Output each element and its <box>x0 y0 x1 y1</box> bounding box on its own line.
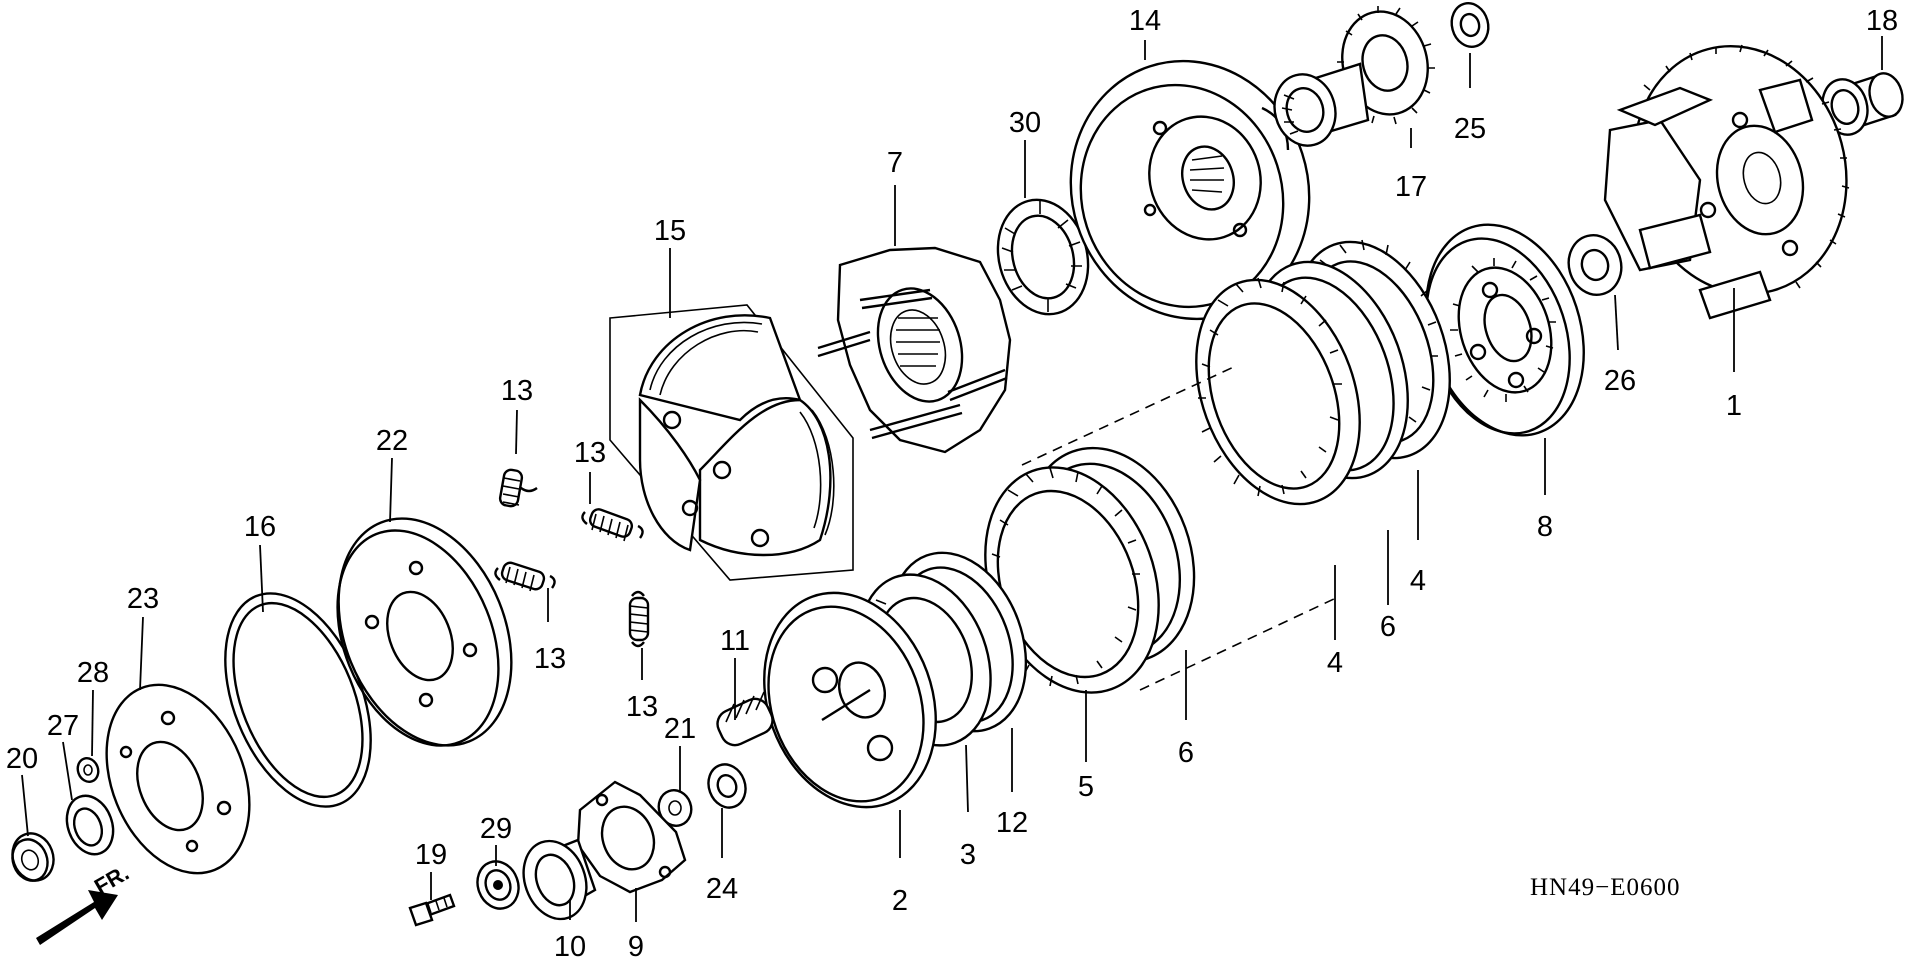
callout-5: 5 <box>1078 771 1094 803</box>
callout-18: 18 <box>1866 5 1898 37</box>
part-25-washer <box>1450 2 1490 48</box>
callout-19: 19 <box>415 839 447 871</box>
part-15-clutch-shoes <box>609 304 854 581</box>
callout-25: 25 <box>1454 113 1486 145</box>
diagram-code: HN49−E0600 <box>1530 874 1680 901</box>
part-19-bolt <box>408 893 456 927</box>
callout-16: 16 <box>244 511 276 543</box>
callout-4a: 4 <box>1410 565 1426 597</box>
part-20-nut <box>11 832 55 882</box>
callout-9: 9 <box>628 931 644 960</box>
callout-8: 8 <box>1537 511 1553 543</box>
callout-17: 17 <box>1395 171 1427 203</box>
part-13-spring-b <box>581 508 644 542</box>
callout-30: 30 <box>1009 107 1041 139</box>
part-13-spring-c <box>494 561 556 592</box>
part-27-washer <box>65 794 115 856</box>
callout-leaders <box>21 36 1883 922</box>
callout-4b: 4 <box>1327 647 1343 679</box>
callout-21: 21 <box>664 713 696 745</box>
part-17-gear-shaft <box>1273 6 1435 147</box>
part-11-spring <box>716 691 774 747</box>
callout-11: 11 <box>720 625 750 657</box>
part-7-drive-plate <box>817 246 1012 454</box>
callout-15: 15 <box>654 215 686 247</box>
callout-23: 23 <box>127 583 159 615</box>
callout-20: 20 <box>6 743 38 775</box>
callout-22: 22 <box>376 425 408 457</box>
part-13-spring-d <box>628 590 650 648</box>
callout-10: 10 <box>554 931 586 960</box>
callout-labels: 1 2 3 4 4 5 6 6 7 8 9 10 11 12 13 13 13 … <box>6 5 1898 963</box>
part-29-bearing <box>476 860 520 910</box>
part-4-friction-disc-b <box>1195 277 1361 506</box>
callout-24: 24 <box>706 873 738 905</box>
callout-13c: 13 <box>534 643 566 675</box>
callout-26: 26 <box>1604 365 1636 397</box>
part-9-bearing-plate <box>576 780 687 894</box>
part-18-bushing <box>1821 72 1904 136</box>
callout-13d: 13 <box>626 691 658 723</box>
part-26-washer <box>1567 234 1623 296</box>
part-14-clutch-drum <box>1069 59 1311 321</box>
part-24-washer <box>707 763 747 809</box>
callout-7: 7 <box>887 147 903 179</box>
callout-2: 2 <box>892 885 908 917</box>
callout-14: 14 <box>1129 5 1161 37</box>
part-22-plate <box>336 517 513 747</box>
callout-12: 12 <box>996 807 1028 839</box>
callout-3: 3 <box>960 839 976 871</box>
part-23-plate <box>105 683 251 875</box>
callout-6b: 6 <box>1178 737 1194 769</box>
part-1-clutch-outer <box>1603 44 1850 320</box>
callout-1: 1 <box>1726 390 1742 422</box>
callout-29: 29 <box>480 813 512 845</box>
callout-27: 27 <box>47 710 79 742</box>
callout-13b: 13 <box>574 437 606 469</box>
callout-28: 28 <box>77 657 109 689</box>
part-13-spring-a <box>498 468 538 508</box>
part-28-nut <box>76 757 100 783</box>
part-10-bearing-housing <box>522 838 597 921</box>
callout-6a: 6 <box>1380 611 1396 643</box>
callout-13a: 13 <box>501 375 533 407</box>
part-16-ring <box>224 592 372 808</box>
part-21-nut <box>657 789 693 827</box>
part-2-pressure-hub <box>763 591 937 809</box>
assembly-guide-lines <box>1021 364 1337 691</box>
